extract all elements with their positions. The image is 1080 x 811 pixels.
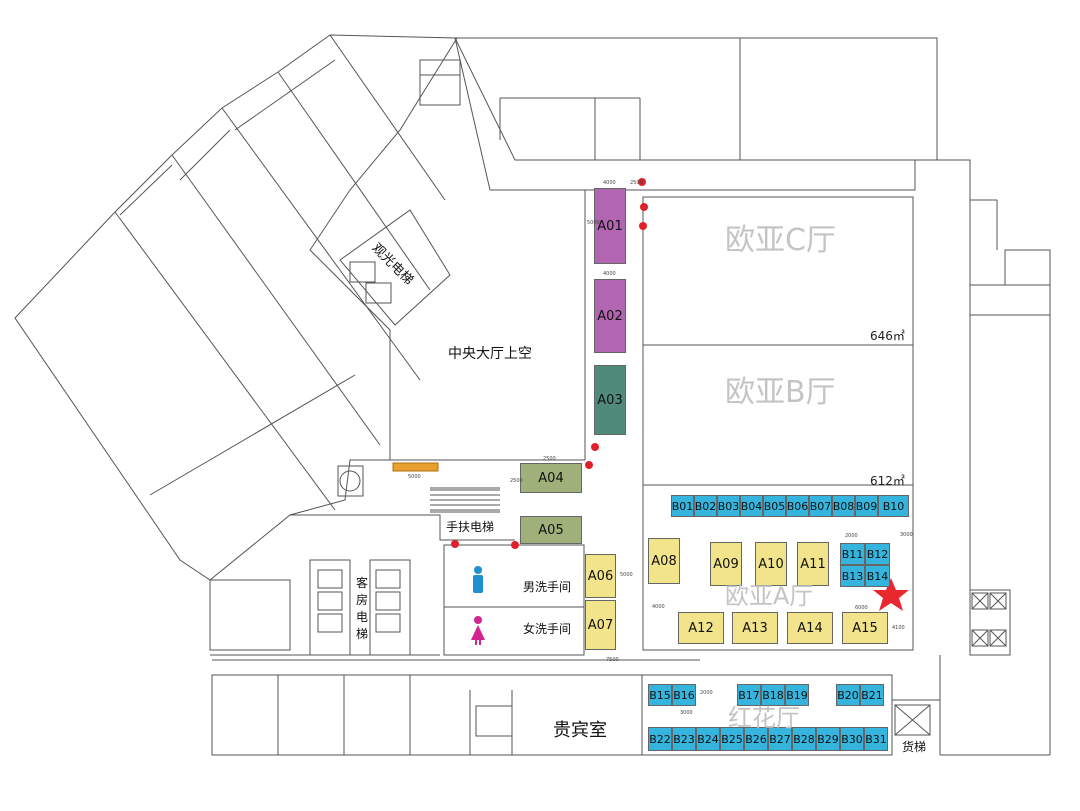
booth-b31[interactable]: B31	[864, 727, 888, 751]
booth-b22[interactable]: B22	[648, 727, 672, 751]
booth-b17[interactable]: B17	[737, 684, 761, 706]
booth-b12[interactable]: B12	[865, 543, 890, 565]
dim-label: 5000	[587, 220, 600, 226]
dim-label: 3000	[680, 710, 693, 716]
dim-label: 5000	[620, 572, 633, 578]
booth-a13[interactable]: A13	[732, 612, 778, 644]
dim-label: 4000	[603, 180, 616, 186]
hall-c-area: 646㎡	[870, 329, 905, 343]
booth-b07[interactable]: B07	[809, 495, 832, 517]
hall-b-area: 612㎡	[870, 474, 905, 488]
dim-label: 4100	[892, 625, 905, 631]
booth-a06[interactable]: A06	[585, 554, 616, 598]
booth-b18[interactable]: B18	[761, 684, 785, 706]
booth-b25[interactable]: B25	[720, 727, 744, 751]
atrium-label: 中央大厅上空	[448, 346, 532, 362]
vip-room-label: 贵宾室	[553, 720, 607, 741]
booth-b03[interactable]: B03	[717, 495, 740, 517]
booth-b15[interactable]: B15	[648, 684, 672, 706]
male-wc-label: 男洗手间	[523, 580, 572, 594]
dim-label: 4000	[603, 271, 616, 277]
washroom-block	[443, 544, 585, 656]
female-wc-label: 女洗手间	[523, 622, 572, 636]
female-icon	[471, 616, 485, 645]
booth-a07[interactable]: A07	[585, 600, 616, 650]
booth-b04[interactable]: B04	[740, 495, 763, 517]
booth-a11[interactable]: A11	[797, 542, 829, 586]
booth-a14[interactable]: A14	[787, 612, 833, 644]
booth-b21[interactable]: B21	[860, 684, 884, 706]
booth-b09[interactable]: B09	[855, 495, 878, 517]
booth-a01[interactable]: A01	[594, 188, 626, 264]
west-wing-wall	[14, 34, 458, 581]
booth-b01[interactable]: B01	[671, 495, 694, 517]
dim-label: 2500	[543, 456, 556, 462]
dim-label: 7500	[606, 657, 619, 663]
booth-a10[interactable]: A10	[755, 542, 787, 586]
booth-b23[interactable]: B23	[672, 727, 696, 751]
dim-label: 2500	[630, 180, 643, 186]
booth-b11[interactable]: B11	[840, 543, 865, 565]
hall-b-wall	[642, 344, 914, 486]
booth-b16[interactable]: B16	[672, 684, 696, 706]
booth-b05[interactable]: B05	[763, 495, 786, 517]
booth-a03[interactable]: A03	[594, 365, 626, 435]
dim-label: 2000	[845, 533, 858, 539]
dim-label: 2000	[700, 690, 713, 696]
booth-b02[interactable]: B02	[694, 495, 717, 517]
booth-b24[interactable]: B24	[696, 727, 720, 751]
booth-a12[interactable]: A12	[678, 612, 724, 644]
dim-label: 3000	[900, 532, 913, 538]
booth-b10[interactable]: B10	[878, 495, 909, 517]
booth-b29[interactable]: B29	[816, 727, 840, 751]
booth-b13[interactable]: B13	[840, 565, 865, 587]
booth-b26[interactable]: B26	[744, 727, 768, 751]
hall-b-label: 欧亚B厅	[725, 375, 836, 410]
hall-red-label: 红花厅	[728, 704, 800, 732]
booth-b28[interactable]: B28	[792, 727, 816, 751]
location-star	[873, 578, 909, 611]
booth-a02[interactable]: A02	[594, 279, 626, 353]
escalator-label: 手扶电梯	[446, 520, 495, 534]
booth-a05[interactable]: A05	[520, 516, 582, 544]
hall-a-wall	[642, 484, 914, 651]
dim-label: 2500	[510, 478, 523, 484]
male-icon	[473, 566, 483, 593]
freight-elevator-label: 货梯	[902, 740, 927, 754]
guest-elevator-label: 客房电梯	[356, 576, 369, 641]
booth-a15[interactable]: A15	[842, 612, 888, 644]
booth-b30[interactable]: B30	[840, 727, 864, 751]
booth-b20[interactable]: B20	[836, 684, 860, 706]
booth-b06[interactable]: B06	[786, 495, 809, 517]
booth-b19[interactable]: B19	[785, 684, 809, 706]
booth-b14[interactable]: B14	[865, 565, 890, 587]
booth-a04[interactable]: A04	[520, 463, 582, 493]
dim-label: 4000	[652, 604, 665, 610]
booth-b27[interactable]: B27	[768, 727, 792, 751]
booth-a08[interactable]: A08	[648, 538, 680, 584]
dim-label: 6000	[855, 605, 868, 611]
booth-a09[interactable]: A09	[710, 542, 742, 586]
booth-b08[interactable]: B08	[832, 495, 855, 517]
dim-label: 5000	[408, 474, 421, 480]
hall-a-label: 欧亚A厅	[725, 582, 814, 610]
hall-c-label: 欧亚C厅	[725, 223, 836, 258]
